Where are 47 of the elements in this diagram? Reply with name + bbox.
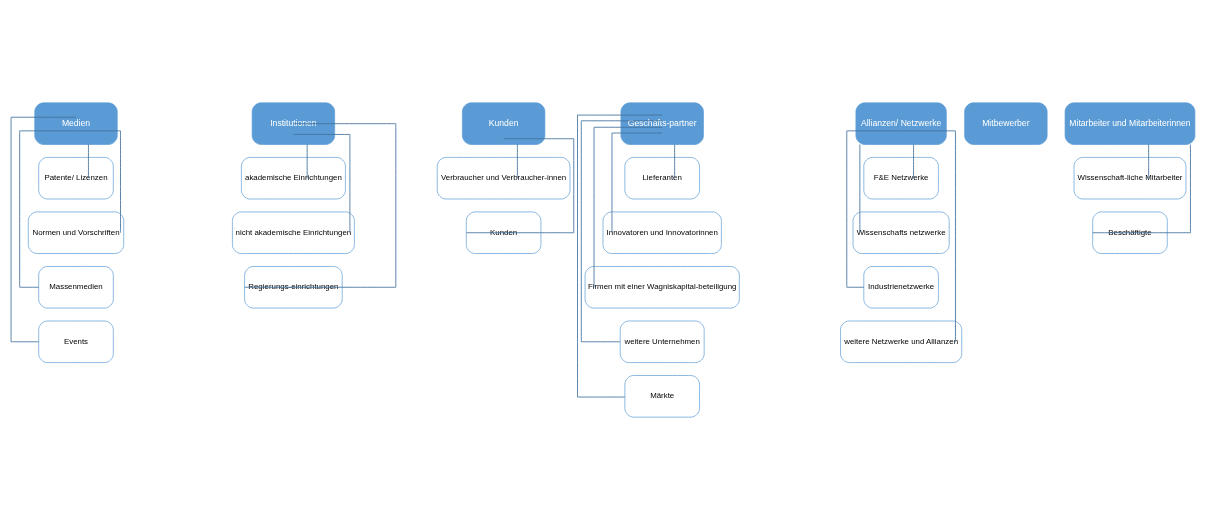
node-box: Massenmedien (38, 266, 114, 309)
node-box: Mitbewerber (964, 102, 1048, 145)
connector (900, 130, 956, 343)
node-box: Medien (34, 102, 118, 145)
node-box: Normen und Vorschriften (27, 211, 125, 254)
node-box: weitere Unternehmen (619, 320, 705, 363)
node-box: F&E Netzwerke (863, 157, 939, 200)
connector (593, 126, 663, 288)
node-box: Kunden (462, 102, 546, 145)
node-box: Events (38, 320, 114, 363)
node-box: Verbraucher und Verbraucher-innen (436, 157, 571, 200)
connector (611, 132, 663, 234)
connector (244, 123, 397, 288)
connector (292, 134, 351, 234)
connector (306, 144, 308, 179)
connector (859, 144, 861, 234)
node-box: Wissenschaft-liche Mitarbeiter (1073, 157, 1187, 200)
node-box: Geschäfts-partner (620, 102, 704, 145)
node-box: Lieferanten (624, 157, 700, 200)
connector (75, 130, 121, 234)
node-box: Patente/ Lizenzen (38, 157, 114, 200)
node-box: nicht akademische Einrichtungen (232, 211, 355, 254)
connector (674, 144, 676, 179)
node-box: Wissenschafts netzwerke (852, 211, 950, 254)
node-box: Kunden (465, 211, 542, 254)
node-box: Märkte (624, 375, 700, 418)
node-box: Firmen mit einer Wagniskapital-beteiligung (584, 266, 740, 309)
connector (580, 120, 663, 343)
node-box: Beschäftigte (1092, 211, 1168, 254)
connector (19, 130, 77, 288)
node-box: akademische Einrichtungen (241, 157, 346, 200)
node-box: Innovatoren und Innovatorinnen (602, 211, 722, 254)
connector (1148, 144, 1150, 179)
connector (846, 130, 902, 288)
node-box: Mitarbeiter und Mitarbeiterinnen (1064, 102, 1196, 145)
node-box: Institutionen (251, 102, 336, 145)
connector (516, 144, 518, 179)
connector (577, 114, 663, 398)
connector (913, 144, 914, 179)
connector (10, 116, 77, 343)
node-box: Regierungs-einrichtungen (244, 266, 343, 309)
connector (88, 144, 89, 179)
node-box: Industrienetzwerke (863, 266, 939, 309)
connector (465, 138, 575, 234)
node-box: weitere Netzwerke und Allianzen (840, 320, 963, 363)
connector (1092, 144, 1191, 234)
node-box: Allianzen/ Netzwerke (855, 102, 947, 145)
